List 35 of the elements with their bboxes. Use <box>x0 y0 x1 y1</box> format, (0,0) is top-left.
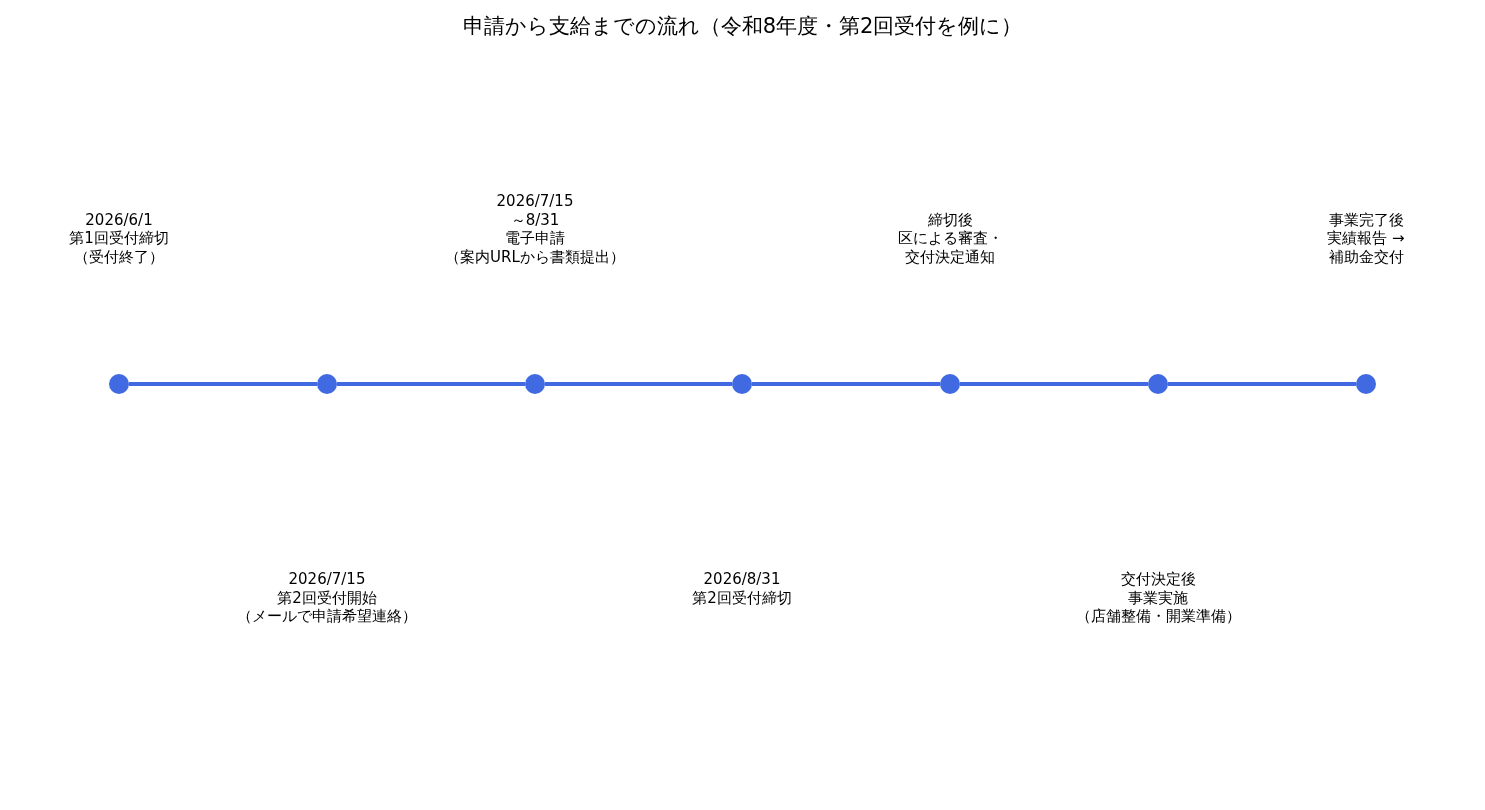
timeline-dot <box>109 374 129 394</box>
milestone-label: 電子申請 <box>505 229 565 248</box>
milestone-label: 事業実施 <box>1128 588 1188 607</box>
milestone-label: 区による審査・ <box>897 229 1003 248</box>
milestone-label: 交付決定後 <box>1120 570 1196 589</box>
timeline-line <box>1168 382 1356 386</box>
milestone-label: 補助金交付 <box>1328 247 1404 266</box>
milestone-label: 2026/7/15 <box>496 192 574 211</box>
timeline-dot <box>317 374 337 394</box>
timeline-line <box>752 382 940 386</box>
timeline-dot <box>732 374 752 394</box>
milestone-label: 実績報告 → <box>1327 229 1405 248</box>
milestone-label: 交付決定通知 <box>905 247 995 266</box>
timeline-line <box>960 382 1148 386</box>
milestone-label: ～8/31 <box>510 210 560 229</box>
milestone-label: 第2回受付締切 <box>692 588 792 607</box>
timeline-dot <box>940 374 960 394</box>
milestone-label: 2026/7/15 <box>288 570 366 589</box>
chart-title: 申請から支給までの流れ（令和8年度・第2回受付を例に） <box>462 13 1023 40</box>
milestone-label: （店舗整備・開業準備） <box>1075 607 1241 626</box>
timeline-line <box>337 382 525 386</box>
milestone-label: 締切後 <box>927 210 973 229</box>
milestone-label: 第1回受付締切 <box>69 229 169 248</box>
milestone-label: 2026/6/1 <box>85 210 153 229</box>
milestone-label: （受付終了） <box>74 247 164 266</box>
timeline-line <box>129 382 317 386</box>
timeline-dot <box>1148 374 1168 394</box>
milestone-label: 2026/8/31 <box>703 570 781 589</box>
milestone-label: 事業完了後 <box>1328 210 1404 229</box>
milestone-label: 第2回受付開始 <box>277 588 377 607</box>
timeline-dot <box>1356 374 1376 394</box>
milestone-label: （案内URLから書類提出） <box>445 247 625 266</box>
timeline-line <box>545 382 732 386</box>
milestone-label: （メールで申請希望連絡） <box>237 607 417 626</box>
timeline-dot <box>525 374 545 394</box>
